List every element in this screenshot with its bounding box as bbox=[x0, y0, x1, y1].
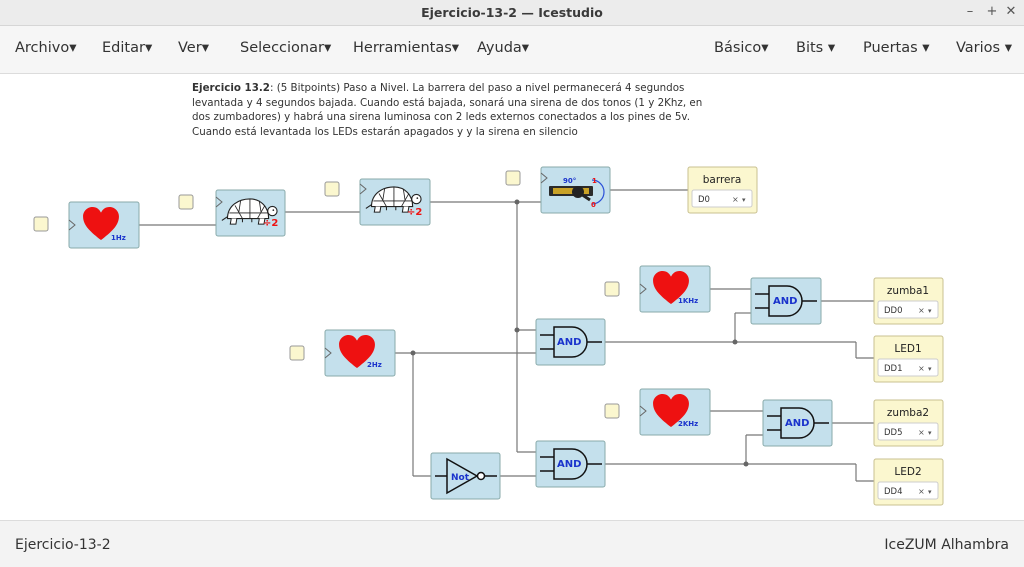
dropdown-icon: ▾ bbox=[928, 429, 932, 437]
menu-varios[interactable]: Varios ▾ bbox=[956, 40, 1012, 56]
and-gate-2-label: AND bbox=[557, 459, 581, 470]
and-gate-1-label: AND bbox=[557, 337, 581, 348]
servo-block[interactable]: 90° 1 0 bbox=[540, 166, 611, 214]
pin-select[interactable] bbox=[877, 300, 939, 319]
menu-editar[interactable]: Editar▾ bbox=[102, 40, 153, 56]
heartbeat-2hz-block[interactable]: 2Hz bbox=[324, 329, 396, 377]
output-led2[interactable]: LED2 DD4 × ▾ bbox=[873, 458, 944, 506]
dropdown-icon: ▾ bbox=[928, 488, 932, 496]
output-zumba1-label: zumba1 bbox=[887, 285, 929, 297]
dropdown-icon: ▾ bbox=[928, 365, 932, 373]
wire-junctions bbox=[410, 199, 749, 467]
and-gate-3-label: AND bbox=[773, 296, 797, 307]
not-gate-label: Not bbox=[451, 473, 470, 483]
wires bbox=[139, 189, 874, 482]
description-title: Ejercicio 13.2 bbox=[192, 82, 270, 94]
description-body: : (5 Bitpoints) Paso a Nivel. La barrera… bbox=[192, 82, 703, 138]
heart-1hz-label: 1Hz bbox=[111, 234, 126, 242]
board-name[interactable]: IceZUM Alhambra bbox=[884, 537, 1009, 553]
not-gate[interactable]: Not bbox=[430, 452, 501, 500]
pin-select[interactable] bbox=[691, 189, 753, 208]
output-barrera-pin: D0 bbox=[698, 195, 710, 205]
input-port[interactable] bbox=[604, 403, 620, 419]
clear-icon: × bbox=[732, 195, 739, 204]
circuit-canvas[interactable]: Ejercicio 13.2: (5 Bitpoints) Paso a Niv… bbox=[0, 75, 1024, 520]
exercise-description: Ejercicio 13.2: (5 Bitpoints) Paso a Niv… bbox=[192, 81, 712, 139]
servo-zero-label: 0 bbox=[591, 201, 596, 209]
and-gate-4-label: AND bbox=[785, 418, 809, 429]
menu-bits[interactable]: Bits ▾ bbox=[796, 40, 836, 56]
maximize-icon[interactable]: + bbox=[986, 4, 998, 19]
divider-1-label: ÷2 bbox=[263, 218, 278, 229]
servo-one-label: 1 bbox=[592, 177, 597, 185]
not-gate-icon bbox=[446, 457, 479, 495]
clear-icon: × bbox=[918, 428, 925, 437]
and-gate-3[interactable]: AND bbox=[750, 277, 822, 325]
dropdown-icon: ▾ bbox=[928, 307, 932, 315]
input-port[interactable] bbox=[505, 170, 521, 186]
output-zumba2[interactable]: zumba2 DD5 × ▾ bbox=[873, 399, 944, 447]
input-port[interactable] bbox=[324, 181, 340, 197]
menu-herramientas[interactable]: Herramientas▾ bbox=[353, 40, 460, 56]
pin-select[interactable] bbox=[877, 481, 939, 500]
menu-seleccionar[interactable]: Seleccionar▾ bbox=[240, 40, 332, 56]
output-zumba2-label: zumba2 bbox=[887, 407, 929, 419]
output-led2-label: LED2 bbox=[894, 466, 921, 478]
project-name: Ejercicio-13-2 bbox=[15, 537, 111, 553]
output-zumba1-pin: DD0 bbox=[884, 306, 903, 316]
output-barrera[interactable]: barrera D0 × ▾ bbox=[687, 166, 758, 214]
output-zumba2-pin: DD5 bbox=[884, 428, 903, 438]
menu-ver[interactable]: Ver▾ bbox=[178, 40, 209, 56]
divider-block-1[interactable]: ÷2 bbox=[215, 189, 286, 237]
heartbeat-1khz-block[interactable]: 1KHz bbox=[639, 265, 711, 313]
output-led1-label: LED1 bbox=[894, 343, 921, 355]
clear-icon: × bbox=[918, 487, 925, 496]
heart-2khz-label: 2KHz bbox=[678, 420, 698, 428]
clear-icon: × bbox=[918, 306, 925, 315]
status-bar: Ejercicio-13-2 IceZUM Alhambra bbox=[0, 520, 1024, 567]
menu-archivo[interactable]: Archivo▾ bbox=[15, 40, 77, 56]
input-port[interactable] bbox=[33, 216, 49, 232]
output-barrera-label: barrera bbox=[703, 174, 742, 186]
and-gate-1[interactable]: AND bbox=[535, 318, 606, 366]
heartbeat-1hz-block[interactable]: 1Hz bbox=[68, 201, 140, 249]
close-icon[interactable]: ✕ bbox=[1005, 4, 1017, 19]
circuit-diagram: 1Hz ÷2 ÷2 90° 1 0 bbox=[33, 166, 944, 506]
pin-select[interactable] bbox=[877, 422, 939, 441]
output-led1-pin: DD1 bbox=[884, 364, 903, 374]
window-title: Ejercicio-13-2 — Icestudio bbox=[421, 5, 603, 20]
menu-basico[interactable]: Básico▾ bbox=[714, 40, 769, 56]
menu-bar: Archivo▾ Editar▾ Ver▾ Seleccionar▾ Herra… bbox=[0, 26, 1024, 74]
pin-select[interactable] bbox=[877, 358, 939, 377]
menu-ayuda[interactable]: Ayuda▾ bbox=[477, 40, 530, 56]
input-port[interactable] bbox=[604, 281, 620, 297]
clear-icon: × bbox=[918, 364, 925, 373]
menu-puertas[interactable]: Puertas ▾ bbox=[863, 40, 930, 56]
servo-angle-label: 90° bbox=[563, 177, 576, 185]
minimize-icon[interactable]: – bbox=[966, 4, 974, 19]
input-ports bbox=[33, 170, 620, 419]
heartbeat-2khz-block[interactable]: 2KHz bbox=[639, 388, 711, 436]
heart-2hz-label: 2Hz bbox=[367, 361, 382, 369]
output-zumba1[interactable]: zumba1 DD0 × ▾ bbox=[873, 277, 944, 325]
input-port[interactable] bbox=[289, 345, 305, 361]
heart-1khz-label: 1KHz bbox=[678, 297, 698, 305]
divider-block-2[interactable]: ÷2 bbox=[359, 178, 431, 226]
dropdown-icon: ▾ bbox=[742, 196, 746, 204]
input-port[interactable] bbox=[178, 194, 194, 210]
output-led1[interactable]: LED1 DD1 × ▾ bbox=[873, 335, 944, 383]
title-bar: Ejercicio-13-2 — Icestudio – + ✕ bbox=[0, 0, 1024, 26]
divider-2-label: ÷2 bbox=[407, 207, 422, 218]
and-gate-4[interactable]: AND bbox=[762, 399, 833, 447]
and-gate-2[interactable]: AND bbox=[535, 440, 606, 488]
output-led2-pin: DD4 bbox=[884, 487, 903, 497]
